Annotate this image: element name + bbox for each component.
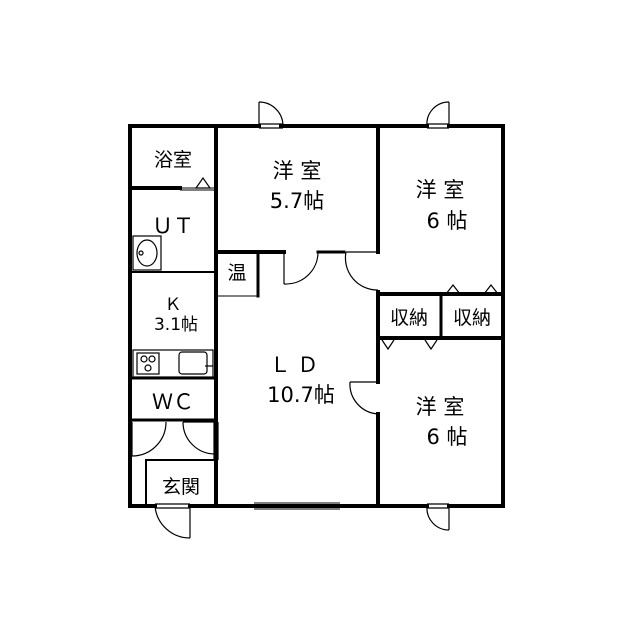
- storage-door-icon-top: [445, 284, 499, 295]
- walls: [128, 124, 505, 508]
- door-ld-right-bottom: [349, 381, 379, 415]
- ld-size: 10.7帖: [267, 383, 335, 407]
- kitchen-counter-icon: [132, 349, 214, 378]
- storage-right-label: 収納: [453, 307, 491, 329]
- kitchen-label: Ｋ: [165, 295, 182, 315]
- storage-left-label: 収納: [390, 307, 428, 329]
- western-right-bottom-size: 6 帖: [426, 425, 467, 449]
- room-labels: 浴室 ＵＴ 温 Ｋ 3.1帖 ＷＣ 玄関 洋 室 5.7帖 Ｌ Ｄ 10.7帖 …: [152, 149, 491, 498]
- water-heater-label: 温: [227, 262, 246, 284]
- door-top-right: [426, 101, 450, 129]
- door-right-top-ld: [344, 251, 379, 291]
- entrance-label: 玄関: [162, 476, 200, 498]
- ut-label: ＵＴ: [152, 214, 194, 238]
- western-top-label: 洋 室: [273, 159, 322, 183]
- ld-label: Ｌ Ｄ: [270, 353, 319, 377]
- storage-door-icon-bottom: [381, 339, 438, 351]
- window-ld-bottom: [254, 502, 340, 510]
- door-top-western: [258, 101, 284, 129]
- doors: [131, 101, 450, 539]
- western-right-top-label: 洋 室: [416, 178, 465, 202]
- door-western-ld: [283, 251, 319, 285]
- bath-label: 浴室: [154, 149, 192, 171]
- western-top-size: 5.7帖: [270, 189, 324, 213]
- kitchen-size: 3.1帖: [154, 315, 198, 335]
- washbasin-icon: [132, 235, 162, 271]
- wc-label: ＷＣ: [152, 390, 194, 414]
- door-wc: [131, 421, 219, 460]
- door-bottom-right: [426, 503, 450, 531]
- western-right-top-size: 6 帖: [426, 209, 467, 233]
- fixtures: [132, 176, 499, 378]
- door-entrance: [154, 503, 191, 539]
- western-right-bottom-label: 洋 室: [416, 395, 465, 419]
